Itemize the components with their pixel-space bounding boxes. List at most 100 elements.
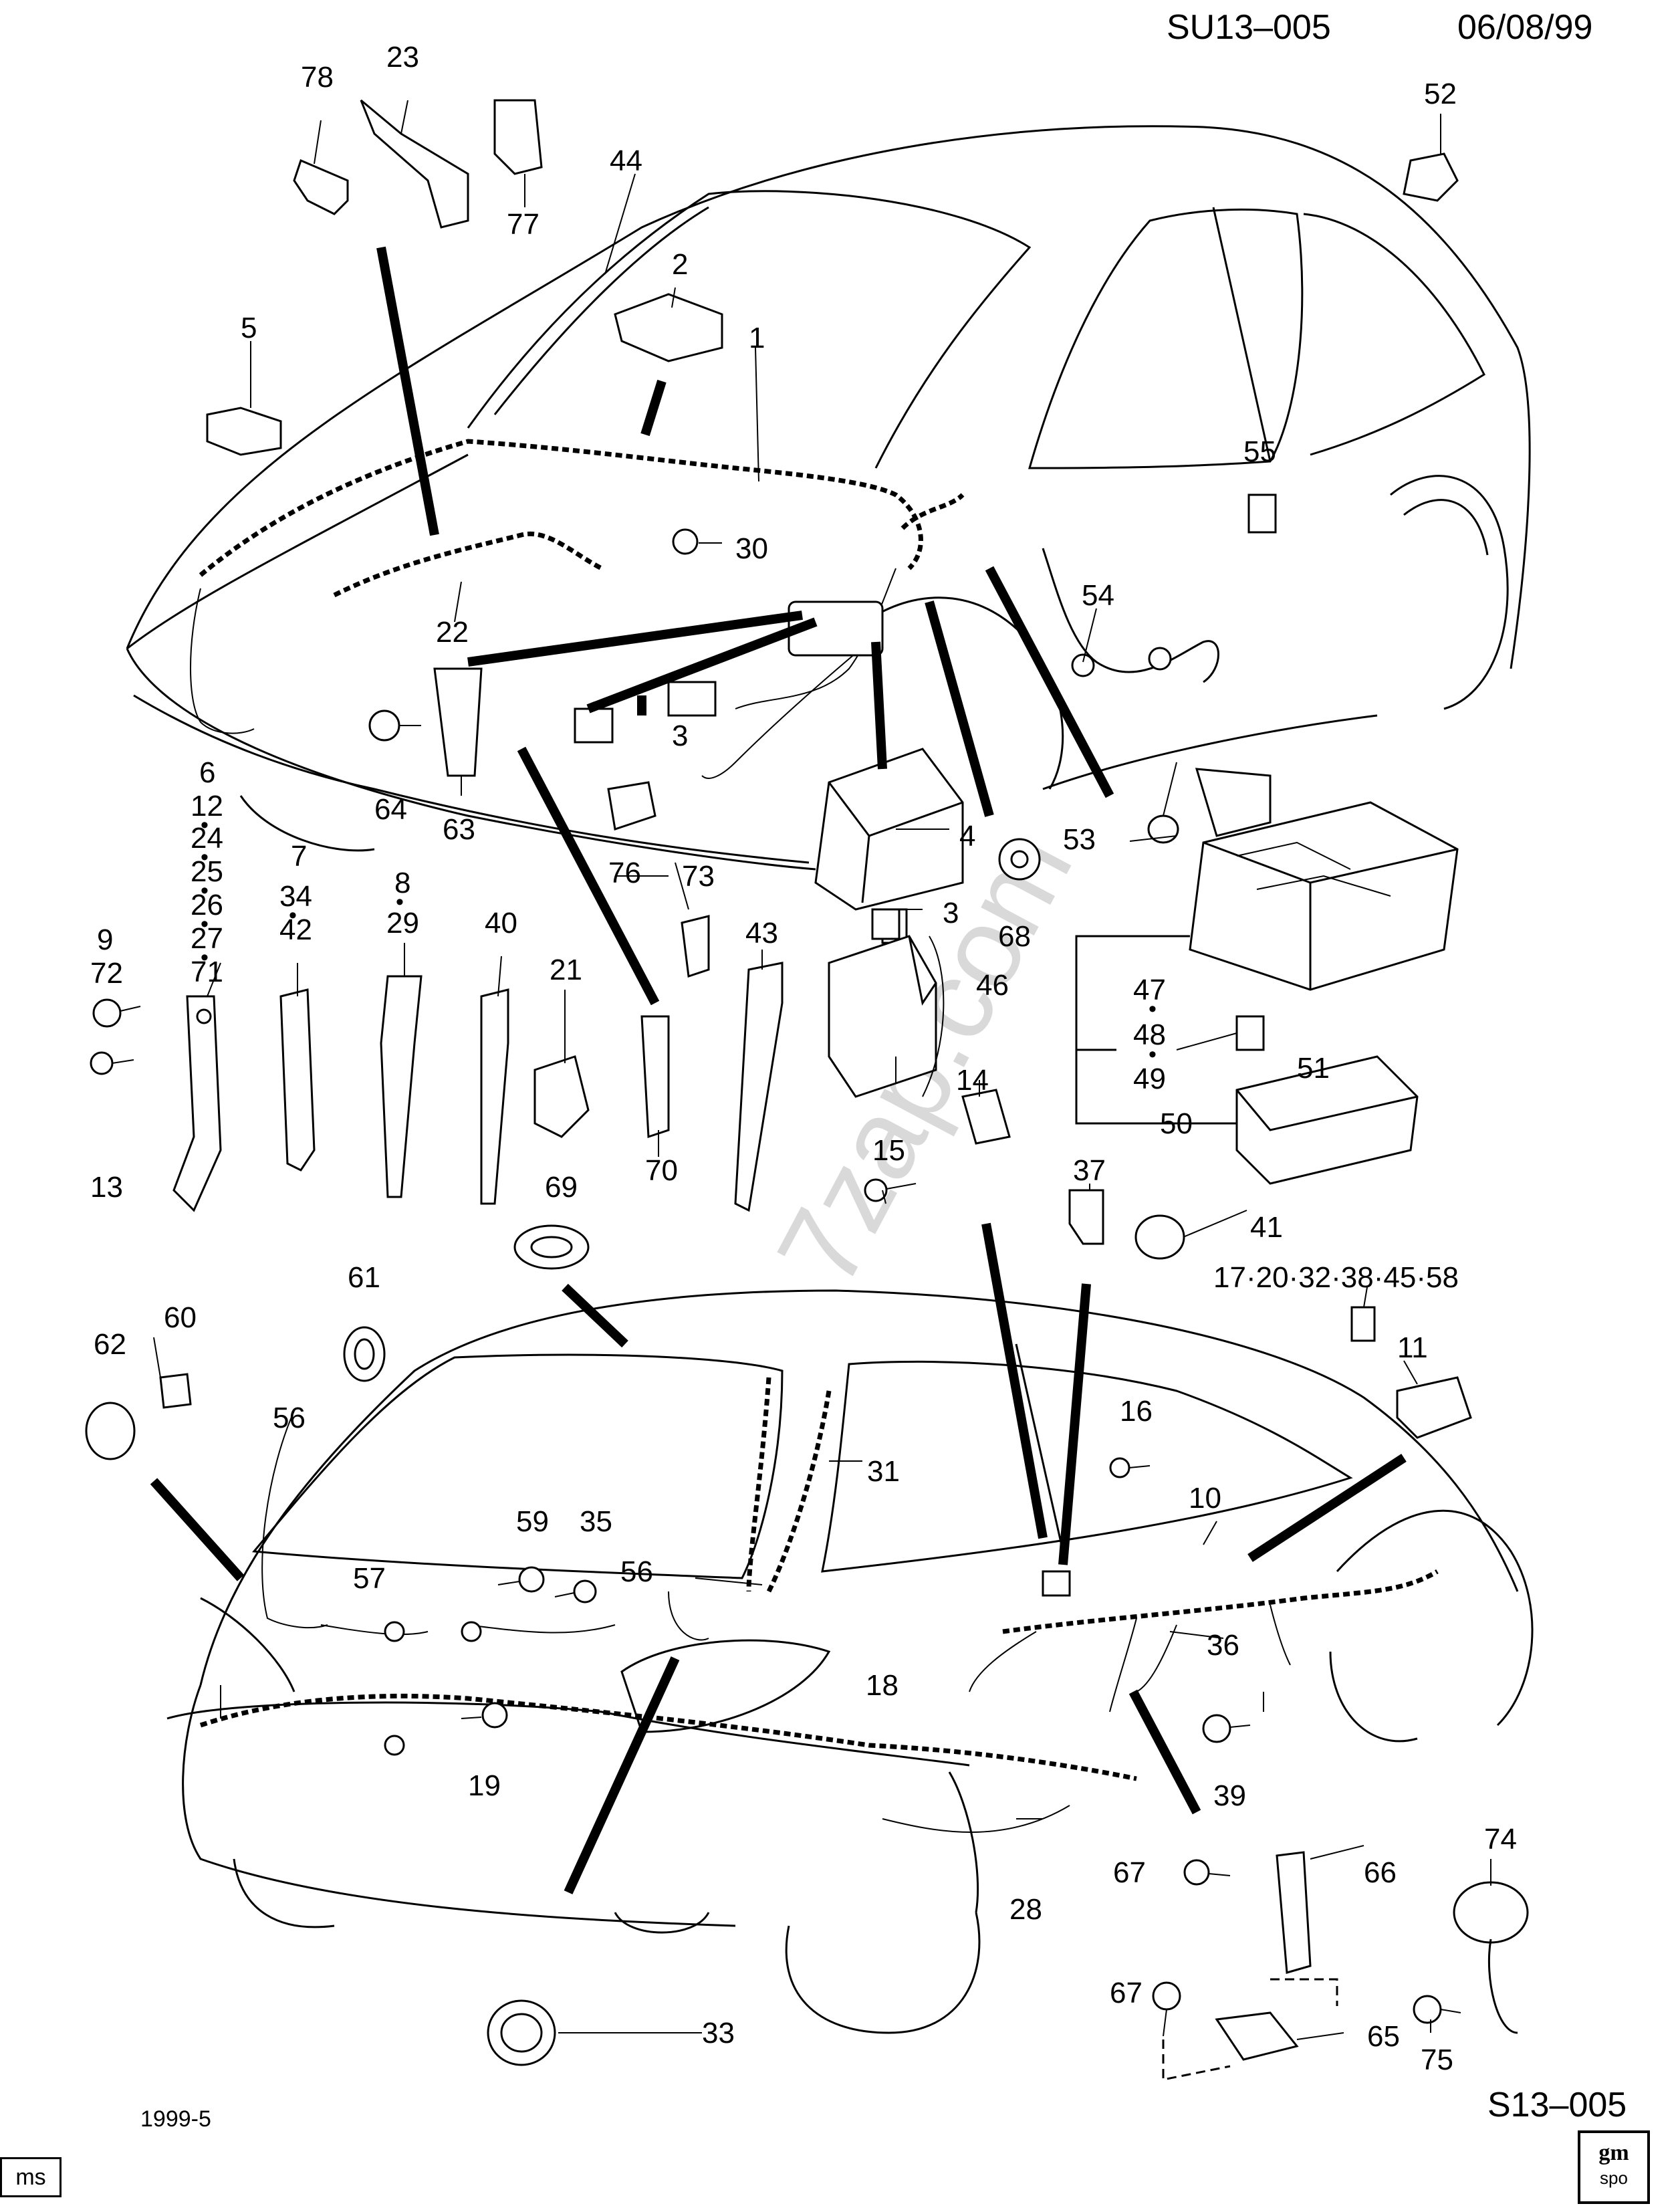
- callout-1: 1: [749, 322, 765, 354]
- callout-50: 50: [1160, 1107, 1193, 1140]
- callout-66: 66: [1364, 1856, 1397, 1889]
- callout-76: 76: [608, 857, 641, 889]
- callout-22: 22: [436, 616, 469, 649]
- leader-bars: [150, 246, 1407, 1894]
- callout-69: 69: [545, 1171, 578, 1204]
- callout-21: 21: [550, 954, 582, 986]
- callout-46: 46: [976, 969, 1009, 1002]
- callout-labels: 78 23 77 44 2 1 5 52 55 30 22 54 3 64 63…: [90, 41, 1517, 2076]
- callout-70: 70: [645, 1154, 678, 1187]
- callout-dot-34: •: [289, 903, 297, 928]
- callout-57: 57: [353, 1562, 386, 1595]
- callout-12: 12: [191, 790, 223, 822]
- callout-dot-27: •: [201, 945, 209, 970]
- logo-gm-text: gm: [1598, 2140, 1629, 2165]
- callout-56a: 56: [273, 1402, 306, 1434]
- callout-28: 28: [1009, 1893, 1042, 1926]
- callout-29: 29: [386, 907, 419, 940]
- header-code: SU13–005: [1167, 8, 1331, 47]
- corner-tag: ms: [0, 2157, 62, 2197]
- callout-41: 41: [1250, 1211, 1283, 1244]
- callout-25: 25: [191, 855, 223, 888]
- callout-61: 61: [348, 1261, 380, 1294]
- callout-35: 35: [580, 1505, 612, 1538]
- callout-74: 74: [1484, 1823, 1517, 1856]
- callout-dot-48: •: [1149, 1042, 1157, 1067]
- callout-16: 16: [1120, 1395, 1153, 1428]
- footer-right-code: S13–005: [1487, 2086, 1627, 2124]
- callout-49: 49: [1133, 1063, 1166, 1095]
- callout-60: 60: [164, 1301, 197, 1334]
- callout-68: 68: [998, 920, 1031, 953]
- front-car-outline: [126, 125, 1531, 871]
- callout-7: 7: [291, 840, 307, 873]
- callout-15: 15: [872, 1134, 905, 1167]
- callout-72: 72: [90, 957, 123, 990]
- callout-26: 26: [191, 889, 223, 921]
- callout-64: 64: [374, 793, 407, 826]
- upper-brackets: [206, 99, 1459, 978]
- callout-39: 39: [1213, 1779, 1246, 1812]
- callout-3a: 3: [672, 720, 688, 752]
- callout-77: 77: [507, 208, 539, 241]
- callout-11: 11: [1397, 1331, 1428, 1364]
- callout-78: 78: [301, 61, 334, 94]
- callout-67a: 67: [1113, 1856, 1146, 1889]
- callout-5: 5: [241, 312, 257, 344]
- callout-63: 63: [443, 813, 475, 846]
- callout-55: 55: [1243, 435, 1276, 468]
- callout-19: 19: [468, 1769, 501, 1802]
- rear-small-parts: [461, 1457, 1529, 2081]
- callout-group-17: 17·20·32·38·45·58: [1213, 1261, 1459, 1294]
- callout-6: 6: [199, 756, 215, 789]
- callout-65: 65: [1367, 2020, 1400, 2053]
- callout-8: 8: [394, 867, 410, 899]
- cable-ties-row: [85, 962, 1472, 1460]
- callout-33: 33: [702, 2017, 735, 2050]
- callout-dot-12: •: [201, 812, 209, 838]
- callout-43: 43: [745, 917, 778, 950]
- callout-14: 14: [956, 1064, 989, 1097]
- callout-47: 47: [1133, 974, 1166, 1006]
- rear-wiring-harness: [199, 1377, 1439, 1833]
- callout-dot-25: •: [201, 878, 209, 903]
- callout-34: 34: [279, 880, 312, 913]
- callout-27: 27: [191, 922, 223, 955]
- callout-51: 51: [1297, 1052, 1330, 1085]
- header-date: 06/08/99: [1457, 8, 1592, 47]
- callout-18: 18: [866, 1669, 898, 1702]
- callout-54: 54: [1082, 579, 1114, 612]
- rear-car-outline: [166, 1289, 1534, 2034]
- gm-spo-logo: gm spo: [1578, 2130, 1650, 2204]
- callout-dot-24: •: [201, 845, 209, 870]
- callout-53: 53: [1063, 823, 1096, 856]
- callout-36: 36: [1207, 1629, 1239, 1662]
- callout-3b: 3: [943, 897, 959, 929]
- callout-42: 42: [279, 913, 312, 946]
- callout-59: 59: [516, 1505, 549, 1538]
- callout-dot-26: •: [201, 911, 209, 937]
- callout-dot-47: •: [1149, 996, 1157, 1022]
- callout-9: 9: [97, 923, 113, 956]
- callout-30: 30: [735, 532, 768, 565]
- callout-4: 4: [959, 820, 975, 853]
- callout-67b: 67: [1110, 1977, 1143, 2009]
- callout-40: 40: [485, 907, 517, 940]
- callout-13: 13: [90, 1171, 123, 1204]
- callout-52: 52: [1424, 78, 1457, 110]
- callout-48: 48: [1133, 1018, 1166, 1051]
- callout-37: 37: [1073, 1154, 1106, 1187]
- front-wiring-harness: [190, 439, 965, 779]
- callout-31: 31: [867, 1455, 900, 1488]
- callout-75: 75: [1421, 2043, 1453, 2076]
- callout-dot-8: •: [396, 889, 404, 915]
- callout-62: 62: [94, 1328, 126, 1361]
- callout-10: 10: [1189, 1482, 1221, 1515]
- callout-2: 2: [672, 248, 688, 281]
- callout-23: 23: [386, 41, 419, 74]
- footer-left-code: 1999-5: [140, 2106, 211, 2132]
- callout-71: 71: [191, 956, 223, 988]
- logo-spo-text: spo: [1600, 2168, 1628, 2188]
